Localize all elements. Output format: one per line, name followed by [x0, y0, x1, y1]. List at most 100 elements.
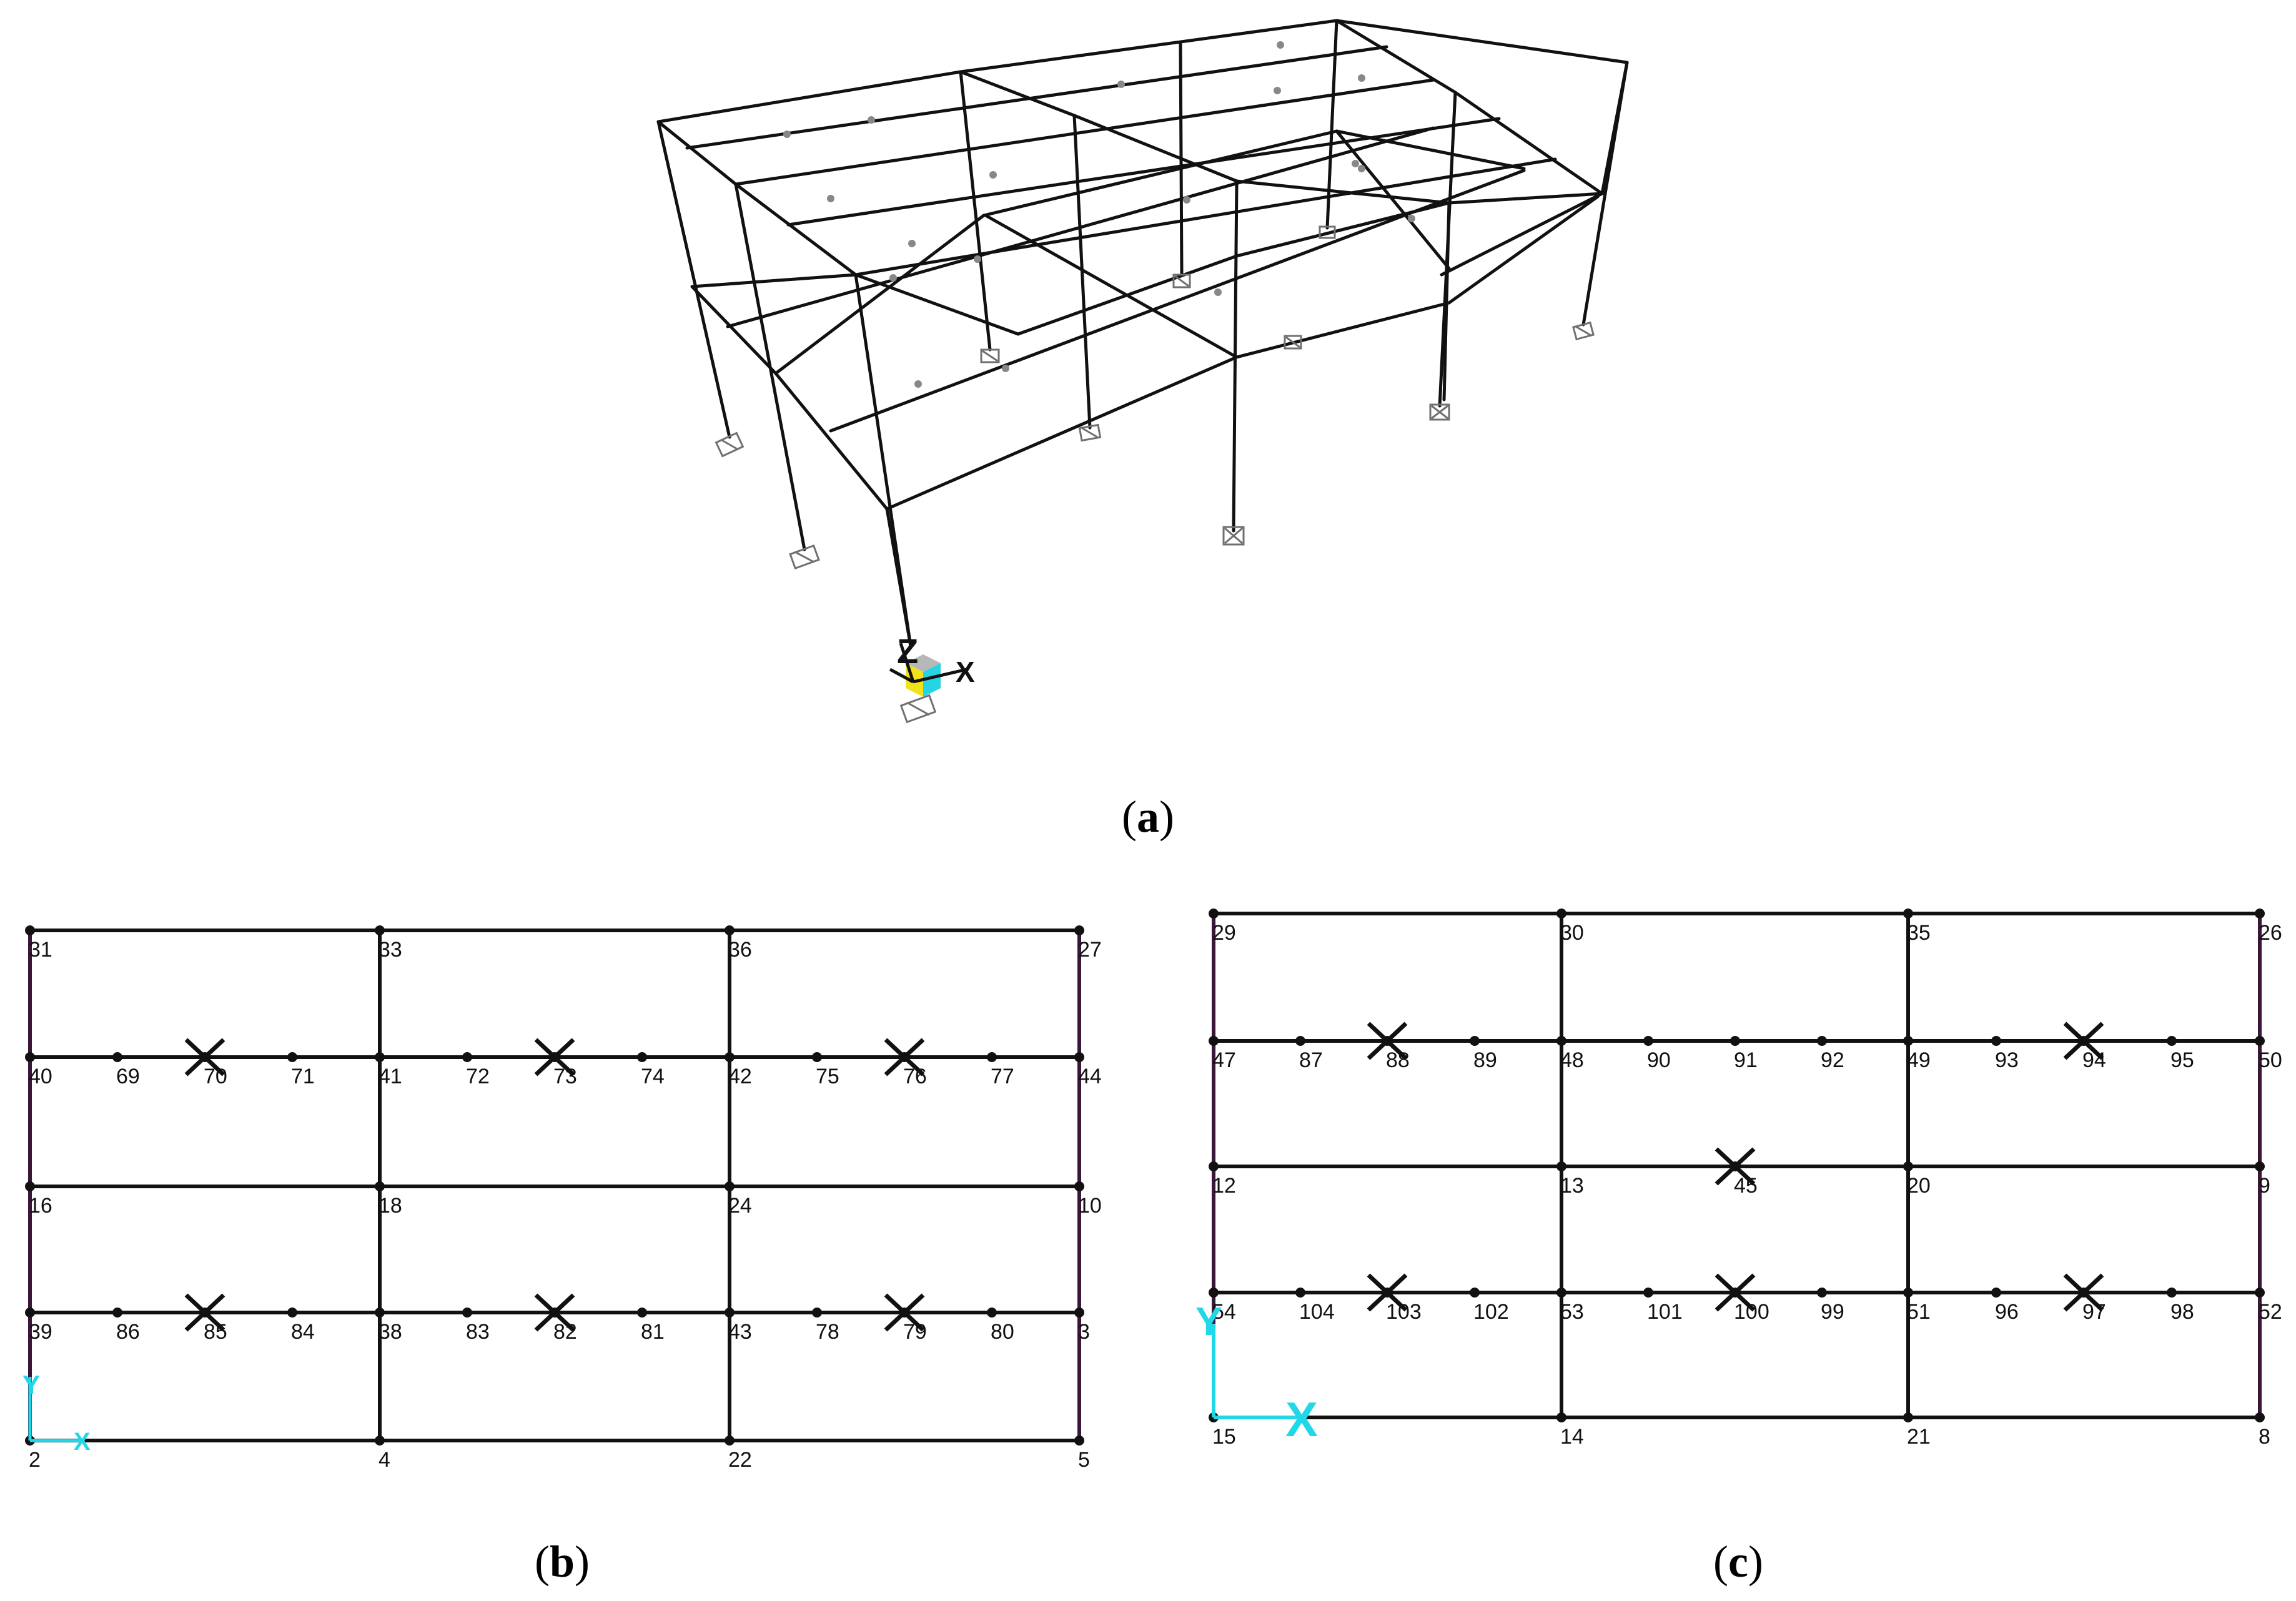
joint-label: 50 [2259, 1048, 2282, 1072]
joint-label: 49 [1907, 1048, 1931, 1072]
joint-label: 74 [641, 1065, 665, 1088]
joint-label: 30 [1560, 921, 1584, 945]
joint-label: 79 [903, 1320, 927, 1344]
joint-dot [375, 1181, 385, 1191]
joint-label: 41 [379, 1065, 402, 1088]
joint-label: 42 [728, 1065, 752, 1088]
cross-mark [2063, 1273, 2104, 1312]
caption-b: (b) [535, 1537, 590, 1587]
cross-mark [534, 1293, 575, 1332]
joint-label: 80 [991, 1320, 1014, 1344]
joint-dot [2167, 1288, 2177, 1298]
joint-dot [1643, 1036, 1653, 1046]
joint-label: 9 [2259, 1174, 2270, 1198]
joint-dot [1209, 1161, 1219, 1171]
joint-dot [725, 1308, 735, 1318]
joint-label: 84 [291, 1320, 315, 1344]
plan-c-axis-y: Y [1195, 1299, 1222, 1344]
joint-dot [1817, 1036, 1827, 1046]
joint-dot [1209, 1036, 1219, 1046]
joint-label: 2 [29, 1448, 41, 1472]
joint-label: 51 [1907, 1300, 1931, 1324]
joint-label: 97 [2082, 1300, 2106, 1324]
joint-dot [1074, 1052, 1084, 1062]
joint-label: 94 [2082, 1048, 2106, 1072]
joint-dot [1556, 1161, 1566, 1171]
joint-label: 18 [379, 1194, 402, 1218]
joint-label: 29 [1212, 921, 1236, 945]
joint-label: 98 [2170, 1300, 2194, 1324]
joint-dot [1817, 1288, 1827, 1298]
cross-mark [2063, 1022, 2104, 1060]
joint-label: 72 [466, 1065, 490, 1088]
joint-dot [2255, 1036, 2265, 1046]
plan-b-members [28, 929, 1081, 1442]
joint-dot [112, 1052, 122, 1062]
joint-dot [375, 925, 385, 935]
joint-dot [1556, 1412, 1566, 1422]
joint-dot [637, 1052, 647, 1062]
joint-label: 87 [1299, 1048, 1323, 1072]
joint-dot [2167, 1036, 2177, 1046]
joint-label: 20 [1907, 1174, 1931, 1198]
joint-dot [287, 1308, 297, 1318]
joint-label: 8 [2259, 1425, 2270, 1449]
axis-x-label: X [956, 656, 975, 688]
joint-label: 83 [466, 1320, 490, 1344]
cross-mark [1367, 1273, 1408, 1312]
joint-dot [1991, 1036, 2001, 1046]
plan-c-axes-icon: Y X [1195, 1299, 1318, 1447]
joint-label: 21 [1907, 1425, 1931, 1449]
corner-column [885, 508, 913, 647]
joint-label: 99 [1821, 1300, 1844, 1324]
joint-label: 75 [816, 1065, 839, 1088]
global-axes-icon: Z X [889, 631, 975, 697]
joint-label: 4 [379, 1448, 390, 1472]
frame-members [656, 19, 1629, 648]
joint-label: 15 [1212, 1425, 1236, 1449]
joint-dot [1903, 1161, 1913, 1171]
joint-label: 82 [553, 1320, 577, 1344]
plan-c-cross-marks [1367, 1022, 2104, 1312]
joint-label: 26 [2259, 921, 2282, 945]
cross-mark [884, 1293, 925, 1332]
joint-dot [2255, 1288, 2265, 1298]
plan-b-axes-icon: Y X [22, 1370, 91, 1456]
joint-label: 69 [116, 1065, 140, 1088]
joint-label: 31 [29, 938, 52, 962]
joint-label: 48 [1560, 1048, 1584, 1072]
joint-dot [1470, 1036, 1480, 1046]
joint-label: 12 [1212, 1174, 1236, 1198]
joint-dot [1074, 925, 1084, 935]
joint-dot [1903, 1036, 1913, 1046]
joint-label: 22 [728, 1448, 752, 1472]
joint-dot [987, 1052, 997, 1062]
joint-dot [1074, 1181, 1084, 1191]
joint-dot [725, 1181, 735, 1191]
joint-label: 101 [1647, 1300, 1683, 1324]
joint-label: 100 [1734, 1300, 1769, 1324]
joint-label: 40 [29, 1065, 52, 1088]
axis-z-label: Z [897, 631, 918, 671]
cross-mark [184, 1293, 225, 1332]
joint-label: 73 [553, 1065, 577, 1088]
joint-label: 52 [2259, 1300, 2282, 1324]
joint-label: 78 [816, 1320, 839, 1344]
joint-dot [812, 1308, 822, 1318]
joint-dot [462, 1052, 472, 1062]
joint-dot [1209, 909, 1219, 919]
joint-label: 38 [379, 1320, 402, 1344]
joint-dot [1295, 1036, 1305, 1046]
joint-label: 33 [379, 938, 402, 962]
joint-dot [1074, 1436, 1084, 1446]
joint-label: 95 [2170, 1048, 2194, 1072]
joint-label: 71 [291, 1065, 315, 1088]
joint-dot [812, 1052, 822, 1062]
joint-label: 89 [1473, 1048, 1497, 1072]
joint-label: 45 [1734, 1174, 1758, 1198]
joint-label: 76 [903, 1065, 927, 1088]
joint-dot [1643, 1288, 1653, 1298]
joint-dot [637, 1308, 647, 1318]
